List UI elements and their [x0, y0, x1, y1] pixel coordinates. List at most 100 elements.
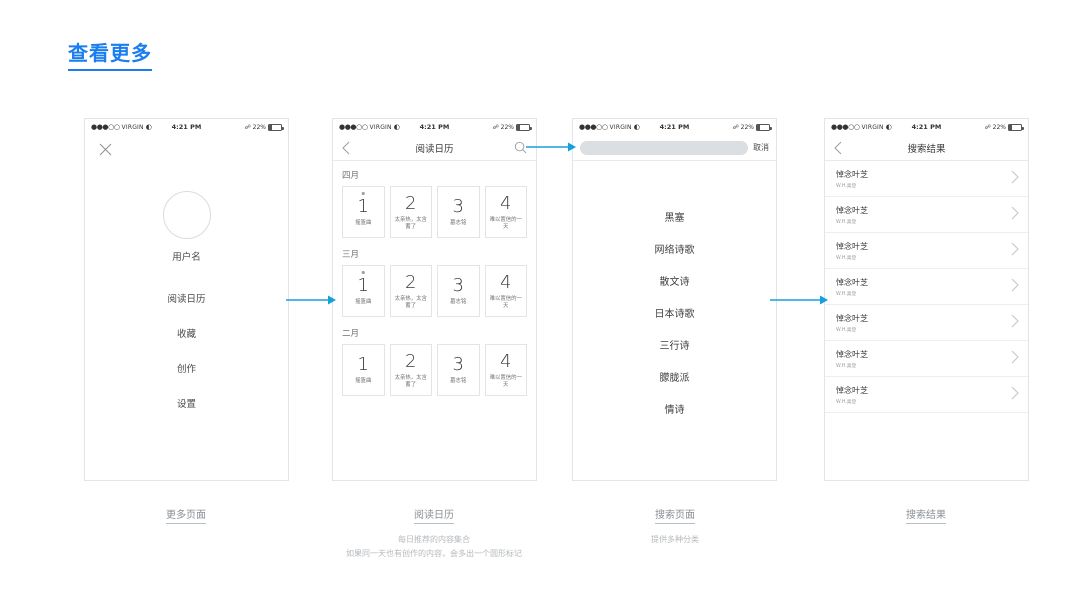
close-icon[interactable]	[99, 141, 112, 156]
wifi-icon: ◐	[145, 122, 152, 131]
battery-percent-label: 22%	[252, 123, 266, 131]
page-title: 查看更多	[68, 40, 152, 71]
carrier-label: VIRGIN	[609, 123, 632, 131]
status-bar: ●●●○○ VIRGIN ◐ 4:21 PM ☍ 22%	[333, 119, 536, 135]
caption-desc: 每日推荐的内容集合 如果同一天也有创作的内容，会多出一个圆形标记	[346, 535, 522, 558]
category-item[interactable]: 散文诗	[659, 277, 690, 288]
day-card[interactable]: 1 摇篮曲	[342, 344, 385, 396]
phone-screen-more-pages: ●●●○○ VIRGIN ◐ 4:21 PM ☍ 22% 用户名 阅读日历 收藏…	[84, 118, 289, 481]
result-title: 悼念叶芝	[836, 205, 868, 215]
list-item[interactable]: 悼念叶芝 W.H.奥登	[825, 269, 1028, 305]
category-item[interactable]: 三行诗	[659, 341, 690, 352]
flow-arrow-icon	[770, 294, 828, 306]
clock-label: 4:21 PM	[911, 123, 942, 131]
results-title: 搜索结果	[907, 143, 946, 155]
caption-reading-calendar: 阅读日历 每日推荐的内容集合 如果同一天也有创作的内容，会多出一个圆形标记	[309, 503, 559, 561]
list-item[interactable]: 悼念叶芝 W.H.奥登	[825, 341, 1028, 377]
day-title: 太亲热，太含蓄了	[394, 374, 427, 388]
caption-search-results: 搜索结果	[801, 503, 1051, 533]
result-author: W.H.奥登	[836, 291, 857, 297]
day-card[interactable]: 4 难以置信的一天	[484, 186, 527, 238]
phone-screen-search: ●●●○○ VIRGIN ◐ 4:21 PM ☍ 22% 取消 黑塞 网络诗歌 …	[572, 118, 777, 481]
caption-desc: 提供多种分类	[651, 535, 699, 544]
battery-percent-label: 22%	[740, 123, 754, 131]
caption-title: 搜索页面	[655, 506, 695, 524]
avatar[interactable]	[162, 191, 211, 239]
chevron-left-icon[interactable]	[834, 141, 842, 155]
caption-title: 更多页面	[166, 506, 206, 524]
bluetooth-icon: ☍	[244, 123, 251, 131]
day-card[interactable]: 4 难以置信的一天	[484, 344, 527, 396]
list-item[interactable]: 悼念叶芝 W.H.奥登	[825, 233, 1028, 269]
wifi-icon: ◐	[885, 122, 892, 131]
flow-arrow-icon	[526, 141, 576, 153]
month-block: 二月 1 摇篮曲 2 太亲热，太含蓄了 3 墓志铭 4	[342, 327, 527, 396]
category-item[interactable]: 黑塞	[664, 213, 685, 224]
menu-item-create[interactable]: 创作	[176, 364, 196, 375]
day-card[interactable]: 4 难以置信的一天	[484, 265, 527, 317]
category-item[interactable]: 网络诗歌	[654, 245, 695, 256]
search-bar: 取消	[573, 135, 776, 161]
caption-search-page: 搜索页面 提供多种分类	[550, 503, 800, 547]
calendar-nav-bar: 阅读日历	[333, 135, 536, 161]
month-label: 二月	[342, 329, 360, 339]
list-item[interactable]: 悼念叶芝 W.H.奥登	[825, 305, 1028, 341]
day-row: 1 摇篮曲 2 太亲热，太含蓄了 3 墓志铭 4 难以置信的一天	[342, 186, 527, 238]
caption-title: 搜索结果	[906, 506, 946, 524]
chevron-right-icon	[1011, 241, 1019, 260]
search-icon[interactable]	[514, 141, 527, 154]
signal-dots-icon: ●●●○○	[339, 122, 368, 131]
result-title: 悼念叶芝	[836, 385, 868, 395]
day-number: 3	[452, 275, 464, 296]
calendar-body: 四月 1 摇篮曲 2 太亲热，太含蓄了 3 墓志铭	[333, 161, 536, 482]
day-card[interactable]: 2 太亲热，太含蓄了	[389, 186, 432, 238]
more-pages-body: 用户名 阅读日历 收藏 创作 设置	[85, 135, 288, 456]
day-title: 难以置信的一天	[489, 295, 522, 309]
battery-percent-label: 22%	[500, 123, 514, 131]
carrier-label: VIRGIN	[369, 123, 392, 131]
phone-screen-reading-calendar: ●●●○○ VIRGIN ◐ 4:21 PM ☍ 22% 阅读日历 四月	[332, 118, 537, 481]
cancel-button[interactable]: 取消	[753, 143, 769, 152]
month-label: 三月	[342, 250, 360, 260]
menu-item-favorites[interactable]: 收藏	[176, 329, 196, 340]
chevron-right-icon	[1011, 349, 1019, 368]
category-item[interactable]: 日本诗歌	[654, 309, 695, 320]
day-number: 4	[500, 350, 512, 372]
category-item[interactable]: 朦胧派	[659, 373, 690, 384]
results-nav-bar: 搜索结果	[825, 135, 1028, 161]
menu-item-reading-calendar[interactable]: 阅读日历	[167, 294, 206, 305]
day-card[interactable]: 3 墓志铭	[437, 186, 480, 238]
day-card[interactable]: 1 摇篮曲	[342, 265, 385, 317]
day-number: 2	[405, 350, 417, 372]
category-item[interactable]: 情诗	[664, 405, 685, 416]
menu-item-settings[interactable]: 设置	[176, 399, 196, 410]
chevron-left-icon[interactable]	[342, 141, 350, 155]
day-card[interactable]: 2 太亲热，太含蓄了	[389, 344, 432, 396]
clock-label: 4:21 PM	[659, 123, 690, 131]
search-input[interactable]	[580, 140, 748, 155]
result-author: W.H.奥登	[836, 399, 857, 405]
carrier-label: VIRGIN	[121, 123, 144, 131]
day-card[interactable]: 1 摇篮曲	[342, 186, 385, 238]
day-card[interactable]: 3 墓志铭	[437, 344, 480, 396]
list-item[interactable]: 悼念叶芝 W.H.奥登	[825, 197, 1028, 233]
day-title: 摇篮曲	[355, 299, 372, 305]
caption-title: 阅读日历	[414, 506, 454, 524]
result-author: W.H.奥登	[836, 255, 857, 261]
day-number: 1	[357, 196, 369, 217]
result-title: 悼念叶芝	[836, 241, 868, 251]
day-title: 难以置信的一天	[489, 374, 522, 388]
more-pages-menu: 阅读日历 收藏 创作 设置	[85, 291, 288, 410]
bluetooth-icon: ☍	[984, 123, 991, 131]
day-title: 墓志铭	[450, 378, 467, 384]
chevron-right-icon	[1011, 169, 1019, 188]
day-card[interactable]: 3 墓志铭	[437, 265, 480, 317]
day-title: 摇篮曲	[355, 378, 372, 384]
result-author: W.H.奥登	[836, 219, 857, 225]
day-number: 3	[452, 196, 464, 217]
list-item[interactable]: 悼念叶芝 W.H.奥登	[825, 377, 1028, 413]
result-author: W.H.奥登	[836, 327, 857, 333]
list-item[interactable]: 悼念叶芝 W.H.奥登	[825, 161, 1028, 197]
day-card[interactable]: 2 太亲热，太含蓄了	[389, 265, 432, 317]
